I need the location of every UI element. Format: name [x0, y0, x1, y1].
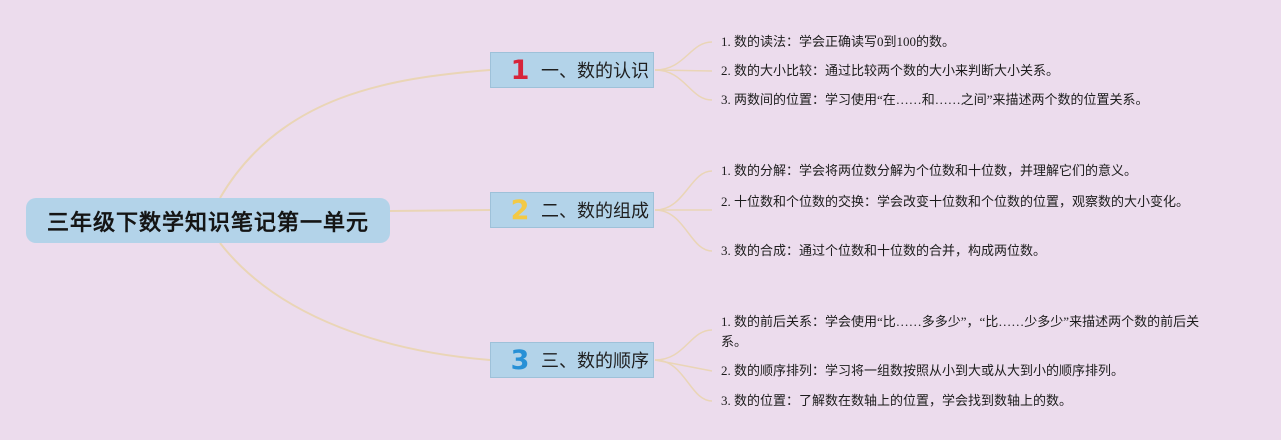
connector-branch-1-item-2 — [654, 69, 713, 72]
connector-branch-1-item-1 — [654, 41, 713, 71]
connector-branch-3-item-3 — [654, 359, 713, 402]
branch-title: 三、数的顺序 — [541, 351, 649, 372]
connector-branch-2-item-3 — [654, 209, 713, 252]
connector-root-branch-1 — [219, 69, 491, 199]
branch-node-3[interactable]: 3 三、数的顺序 — [490, 342, 654, 378]
connector-branch-2-item-1 — [654, 170, 713, 211]
connector-root-branch-2 — [389, 209, 491, 212]
connector-branch-1-item-3 — [654, 69, 713, 101]
leaf-item-2-1[interactable]: 1. 数的分解：学会将两位数分解为个位数和十位数，并理解它们的意义。 — [721, 163, 1138, 178]
number-1-icon: 1 — [510, 54, 530, 86]
connector-branch-3-item-1 — [654, 329, 713, 361]
root-node[interactable]: 三年级下数学知识笔记第一单元 — [26, 198, 390, 243]
number-2-icon: 2 — [510, 194, 530, 226]
branch-node-1[interactable]: 1 一、数的认识 — [490, 52, 654, 88]
branch-title: 一、数的认识 — [541, 61, 649, 82]
leaf-item-1-2[interactable]: 2. 数的大小比较：通过比较两个数的大小来判断大小关系。 — [721, 63, 1060, 78]
leaf-item-3-3[interactable]: 3. 数的位置：了解数在数轴上的位置，学会找到数轴上的数。 — [721, 393, 1073, 408]
leaf-item-1-3[interactable]: 3. 两数间的位置：学习使用“在……和……之间”来描述两个数的位置关系。 — [721, 92, 1149, 107]
branch-title: 二、数的组成 — [541, 201, 649, 222]
leaf-item-1-1[interactable]: 1. 数的读法：学会正确读写0到100的数。 — [721, 34, 956, 49]
root-title: 三年级下数学知识笔记第一单元 — [46, 210, 369, 236]
leaf-item-3-1[interactable]: 1. 数的前后关系：学会使用“比……多多少”，“比……少多少”来描述两个数的前后… — [721, 314, 1200, 349]
leaf-item-2-2[interactable]: 2. 十位数和个位数的交换：学会改变十位数和个位数的位置，观察数的大小变化。 — [721, 194, 1190, 209]
leaf-item-3-2[interactable]: 2. 数的顺序排列：学习将一组数按照从小到大或从大到小的顺序排列。 — [721, 363, 1125, 378]
branch-node-2[interactable]: 2 二、数的组成 — [490, 192, 654, 228]
number-3-icon: 3 — [510, 344, 530, 376]
connector-root-branch-3 — [219, 242, 491, 361]
leaf-item-2-3[interactable]: 3. 数的合成：通过个位数和十位数的合并，构成两位数。 — [721, 243, 1047, 258]
